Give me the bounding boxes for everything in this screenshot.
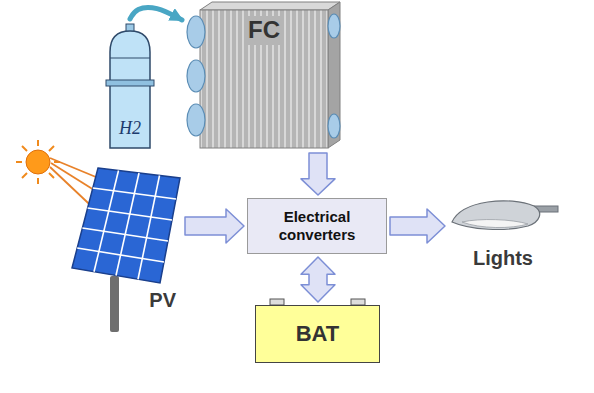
block-arrow <box>390 209 445 243</box>
converter-box: Electrical converters <box>247 198 387 254</box>
hydrogen-tank: H2 <box>106 22 154 150</box>
street-light: Lights <box>448 194 558 274</box>
sun-disc <box>26 150 50 174</box>
tank-ring <box>106 80 154 86</box>
block-arrow <box>301 257 335 302</box>
fuel-cell-art <box>187 2 340 148</box>
lamp-lens <box>462 220 528 228</box>
block-arrow <box>185 209 244 243</box>
pv-panel-art <box>72 168 180 332</box>
block-arrow <box>301 153 335 195</box>
node-label: FC <box>245 16 283 45</box>
stack-front <box>200 10 328 148</box>
tank-band <box>110 57 150 58</box>
panel-surface <box>72 168 180 283</box>
panel-grid <box>77 171 176 280</box>
panel-pole <box>110 276 119 332</box>
sun-rays <box>16 140 60 184</box>
pv-panel: PV <box>70 166 182 314</box>
node-label: PV <box>149 288 176 312</box>
street-lamp-art <box>452 201 558 230</box>
hydrogen-tank-art <box>106 24 154 148</box>
node-label: BAT <box>296 321 340 347</box>
stack-top <box>200 2 340 10</box>
node-label: Electrical converters <box>256 208 378 244</box>
node-label: Lights <box>473 246 533 270</box>
lamp-head <box>452 201 540 230</box>
tank-body <box>110 31 150 148</box>
node-label: H2 <box>119 118 141 140</box>
stack-endcaps <box>187 14 340 138</box>
battery-box: BAT <box>255 305 380 363</box>
stack-side <box>328 2 340 148</box>
gas-flow-arrow <box>130 7 182 20</box>
fuel-cell-stack: FC <box>186 2 342 150</box>
